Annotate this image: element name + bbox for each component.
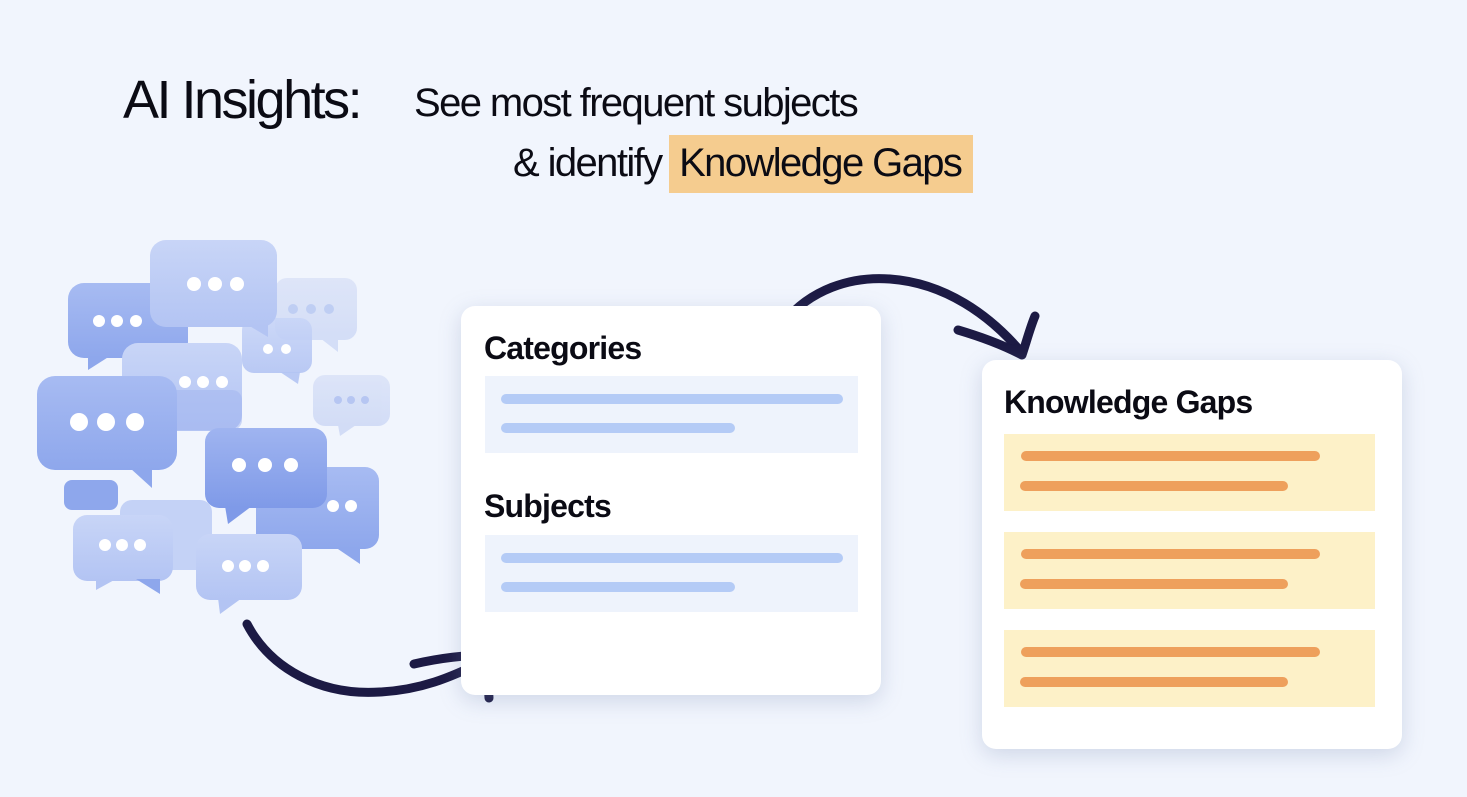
placeholder-line (1020, 579, 1288, 589)
knowledge-gap-item (1004, 434, 1375, 511)
knowledge-gap-item (1004, 630, 1375, 707)
placeholder-line (501, 423, 735, 433)
headline-line-2-prefix: & identify (513, 141, 663, 185)
headline-line-1: See most frequent subjects (414, 81, 859, 125)
knowledge-gaps-highlight: Knowledge Gaps (669, 135, 974, 193)
subjects-title: Subjects (484, 488, 612, 524)
placeholder-line (1021, 549, 1320, 559)
subjects-panel (485, 535, 858, 612)
placeholder-line (1021, 451, 1320, 461)
placeholder-line (501, 582, 735, 592)
placeholder-line (1020, 481, 1288, 491)
headline-line-2: & identify Knowledge Gaps (513, 135, 974, 193)
categories-panel (485, 376, 858, 453)
categories-card: Categories Subjects (461, 306, 881, 695)
knowledge-gap-item (1004, 532, 1375, 609)
headline-title: AI Insights: (123, 70, 363, 130)
placeholder-line (1020, 677, 1288, 687)
placeholder-line (501, 394, 843, 404)
placeholder-line (501, 553, 843, 563)
knowledge-gaps-title: Knowledge Gaps (1004, 384, 1253, 420)
categories-title: Categories (484, 330, 642, 366)
chat-bubbles-icon (37, 240, 390, 614)
knowledge-gaps-card: Knowledge Gaps (982, 360, 1402, 749)
placeholder-line (1021, 647, 1320, 657)
